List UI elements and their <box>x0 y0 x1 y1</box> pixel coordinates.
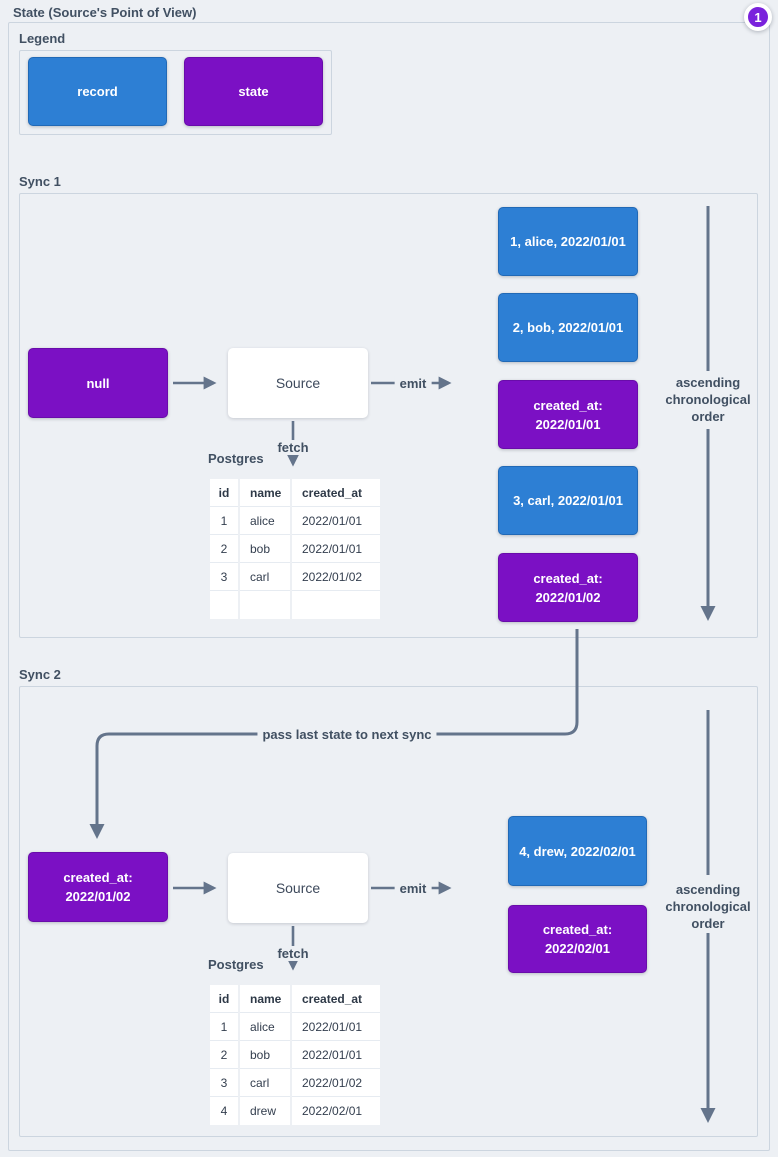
sync1-record-2: 2, bob, 2022/01/01 <box>498 293 638 362</box>
table-row: 1 alice 2022/01/01 <box>210 1013 380 1041</box>
legend-box <box>19 50 332 135</box>
record-text: 1, alice, 2022/01/01 <box>510 234 626 249</box>
record-text: 3, carl, 2022/01/01 <box>513 493 623 508</box>
state-text: created_at: 2022/01/02 <box>533 570 603 605</box>
sync1-order-note: ascending chronological order <box>665 375 751 424</box>
state-text: created_at: 2022/02/01 <box>542 922 613 956</box>
legend-record-swatch: record <box>28 57 167 126</box>
sync1-box <box>19 193 758 638</box>
column-header: created_at <box>292 985 380 1013</box>
table-cell: 2 <box>210 535 238 563</box>
sync1-input-state: null <box>28 348 168 418</box>
column-header: created_at <box>292 479 380 507</box>
sync2-box <box>19 686 758 1137</box>
sync1-state-1: created_at: 2022/01/01 <box>498 380 638 449</box>
legend-state-swatch: state <box>184 57 323 126</box>
table-cell: 2022/01/01 <box>292 507 380 535</box>
state-text: created_at: 2022/01/01 <box>533 397 603 432</box>
sync1-source: Source <box>228 348 368 418</box>
sync1-state-2: created_at: 2022/01/02 <box>498 553 638 622</box>
table-header-row: id name created_at <box>210 985 380 1013</box>
table-cell: alice <box>240 1013 290 1041</box>
sync1-record-1: 1, alice, 2022/01/01 <box>498 207 638 276</box>
sync2-fetch-label: fetch <box>272 946 314 961</box>
record-text: 2, bob, 2022/01/01 <box>512 320 624 335</box>
sync2-label: Sync 2 <box>19 667 61 682</box>
sync1-emit-label: emit <box>394 376 432 391</box>
table-row-empty <box>210 591 380 619</box>
sync1-postgres-table: id name created_at 1 alice 2022/01/01 2 … <box>208 479 382 619</box>
table-cell: 2022/01/01 <box>292 535 380 563</box>
table-cell: 2022/02/01 <box>292 1097 380 1125</box>
sync1-record-3: 3, carl, 2022/01/01 <box>498 466 638 535</box>
column-header: name <box>240 985 290 1013</box>
table-cell: 2022/01/01 <box>292 1013 380 1041</box>
table-cell: alice <box>240 507 290 535</box>
sync2-source: Source <box>228 853 368 923</box>
table-cell <box>292 591 380 619</box>
table-row: 3 carl 2022/01/02 <box>210 563 380 591</box>
table-row: 4 drew 2022/02/01 <box>210 1097 380 1125</box>
sync2-postgres-table: id name created_at 1 alice 2022/01/01 2 … <box>208 985 382 1125</box>
table-row: 2 bob 2022/01/01 <box>210 535 380 563</box>
page-title: State (Source's Point of View) <box>13 5 197 20</box>
column-header: name <box>240 479 290 507</box>
sync1-postgres-label: Postgres <box>208 451 264 466</box>
table-cell: carl <box>240 563 290 591</box>
pass-state-label: pass last state to next sync <box>257 727 437 742</box>
column-header: id <box>210 479 238 507</box>
state-container <box>8 22 770 1151</box>
table-cell: bob <box>240 1041 290 1069</box>
table-row: 2 bob 2022/01/01 <box>210 1041 380 1069</box>
sync2-record-1: 4, drew, 2022/02/01 <box>508 816 647 886</box>
legend-state-label: state <box>238 84 269 99</box>
table-cell: 2 <box>210 1041 238 1069</box>
sync2-input-state: created_at: 2022/01/02 <box>28 852 168 922</box>
table-row: 3 carl 2022/01/02 <box>210 1069 380 1097</box>
table-cell: 4 <box>210 1097 238 1125</box>
table-cell: carl <box>240 1069 290 1097</box>
table-header-row: id name created_at <box>210 479 380 507</box>
sync1-source-label: Source <box>275 375 321 391</box>
step-badge: 1 <box>744 3 772 31</box>
table-cell: 2022/01/02 <box>292 563 380 591</box>
table-cell <box>240 591 290 619</box>
step-badge-number: 1 <box>754 9 762 25</box>
sync2-order-note: ascending chronological order <box>665 882 751 931</box>
sync1-input-state-text: null <box>86 375 110 391</box>
table-cell <box>210 591 238 619</box>
table-cell: 3 <box>210 563 238 591</box>
table-cell: bob <box>240 535 290 563</box>
table-row: 1 alice 2022/01/01 <box>210 507 380 535</box>
legend-record-label: record <box>77 84 118 99</box>
sync2-input-state-text: created_at: 2022/01/02 <box>63 870 133 904</box>
table-cell: 2022/01/01 <box>292 1041 380 1069</box>
sync2-postgres-label: Postgres <box>208 957 264 972</box>
legend-label: Legend <box>19 31 66 46</box>
sync1-label: Sync 1 <box>19 174 61 189</box>
sync2-source-label: Source <box>275 880 321 896</box>
table-cell: 3 <box>210 1069 238 1097</box>
column-header: id <box>210 985 238 1013</box>
table-cell: 1 <box>210 507 238 535</box>
record-text: 4, drew, 2022/02/01 <box>519 843 636 859</box>
sync2-emit-label: emit <box>394 881 432 896</box>
sync1-fetch-label: fetch <box>272 440 314 455</box>
sync2-state-1: created_at: 2022/02/01 <box>508 905 647 973</box>
table-cell: drew <box>240 1097 290 1125</box>
table-cell: 2022/01/02 <box>292 1069 380 1097</box>
table-cell: 1 <box>210 1013 238 1041</box>
